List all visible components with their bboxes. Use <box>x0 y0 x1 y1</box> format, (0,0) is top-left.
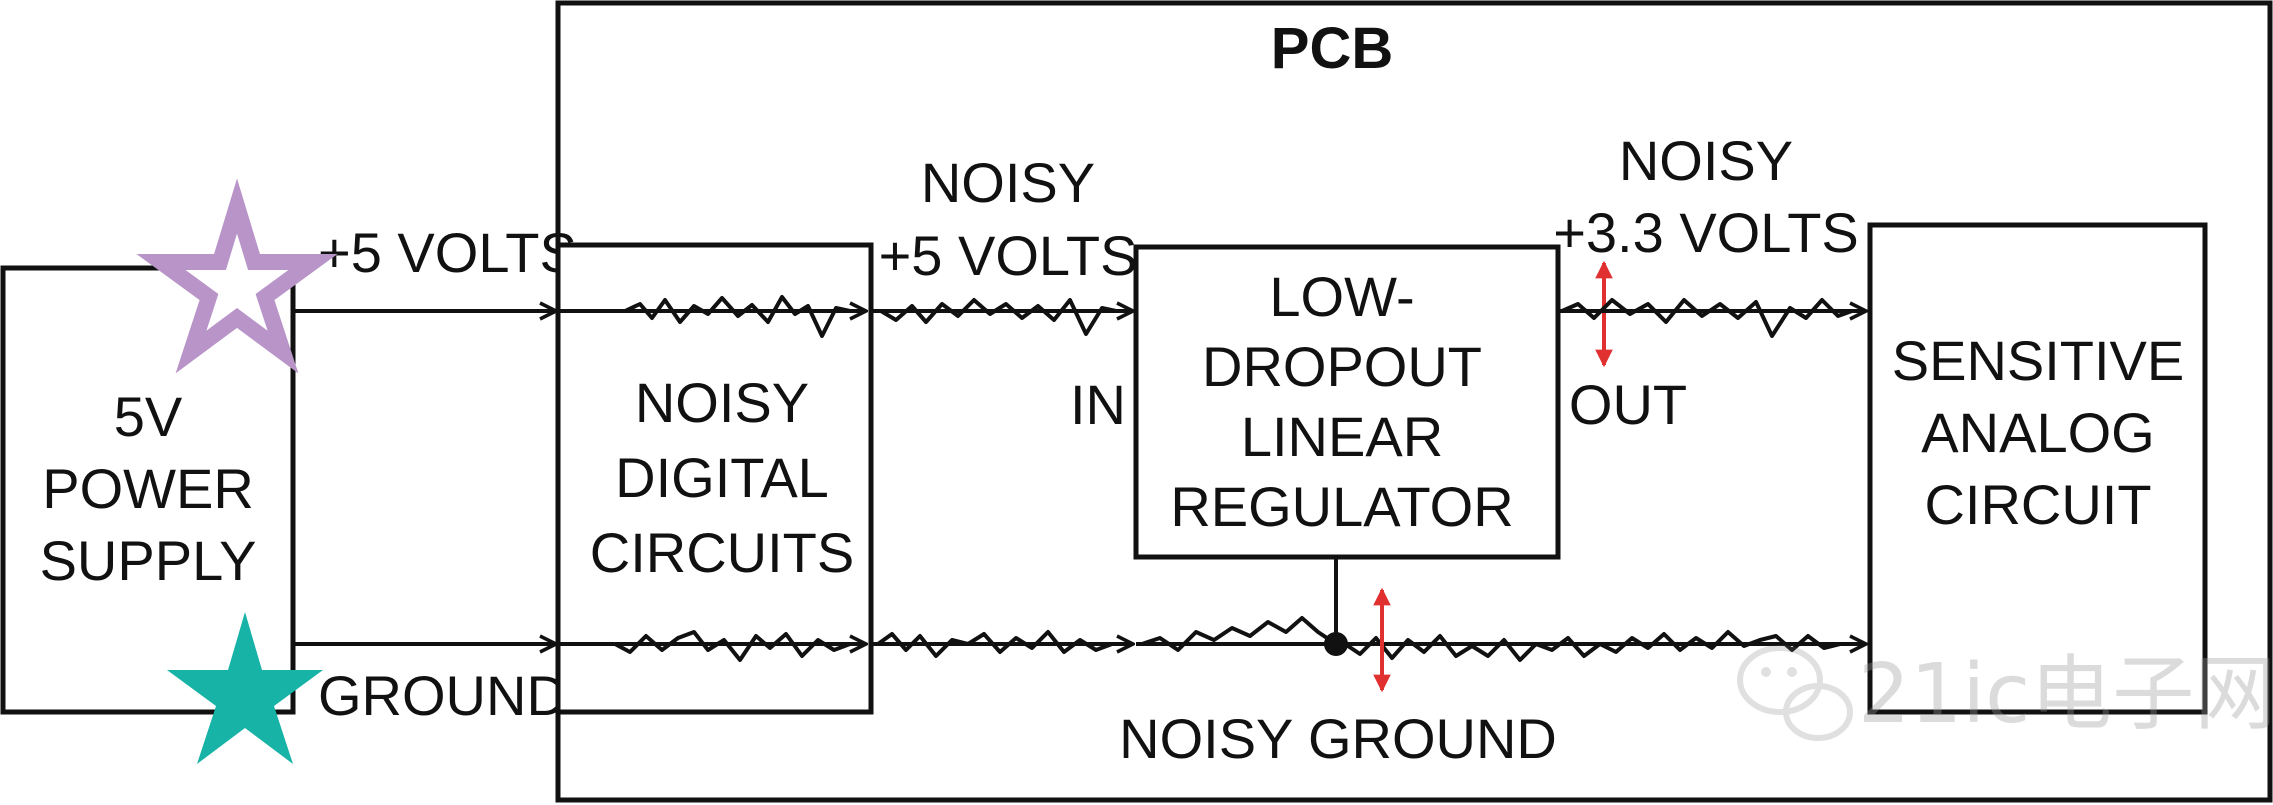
regulator-in-label: IN <box>1070 373 1126 436</box>
noisy-33-line-2: +3.3 VOLTS <box>1553 201 1859 264</box>
noisy-ground-label: NOISY GROUND <box>1119 707 1557 770</box>
noisy-ground-noise-right <box>1343 630 1841 662</box>
analog-line-1: SENSITIVE <box>1892 329 2185 392</box>
mid-ground-noise <box>876 630 1113 658</box>
noisy-ground-noise-left <box>1141 616 1332 652</box>
digital-ground-noise <box>614 630 851 662</box>
pcb-title: PCB <box>1271 16 1393 81</box>
noisy-33-line-1: NOISY <box>1619 129 1793 192</box>
wechat-icon <box>1737 645 1853 741</box>
power-supply-line-2: POWER <box>42 457 254 520</box>
digital-line-2: DIGITAL <box>615 446 829 509</box>
ground-label: GROUND <box>318 664 567 727</box>
analog-line-3: CIRCUIT <box>1924 473 2151 536</box>
regulator-line-4: REGULATOR <box>1170 475 1513 538</box>
digital-line-3: CIRCUITS <box>590 521 854 584</box>
analog-circuit-box <box>1867 222 2208 715</box>
regulator-line-3: LINEAR <box>1241 405 1443 468</box>
noisy-5v-line-2: +5 VOLTS <box>879 224 1138 287</box>
watermark-text: 21ic电子网 <box>1858 647 2273 742</box>
regulator-line-1: LOW- <box>1269 265 1414 328</box>
regulator-line-2: DROPOUT <box>1202 335 1482 398</box>
regulator-out-label: OUT <box>1569 373 1687 436</box>
star-outline-icon <box>136 178 338 374</box>
power-supply-line-1: 5V <box>114 385 183 448</box>
star-filled-icon <box>167 612 323 764</box>
power-supply-line-3: SUPPLY <box>40 529 257 592</box>
digital-circuits-box <box>555 242 874 715</box>
digital-supply-noise <box>624 295 851 338</box>
supply-label: +5 VOLTS <box>318 221 577 284</box>
digital-line-1: NOISY <box>635 371 809 434</box>
noisy-5v-noise <box>879 298 1117 336</box>
analog-line-2: ANALOG <box>1921 401 2154 464</box>
noisy-5v-line-1: NOISY <box>921 151 1095 214</box>
regulator-box <box>1133 244 1561 560</box>
noisy-33-noise <box>1561 298 1853 338</box>
